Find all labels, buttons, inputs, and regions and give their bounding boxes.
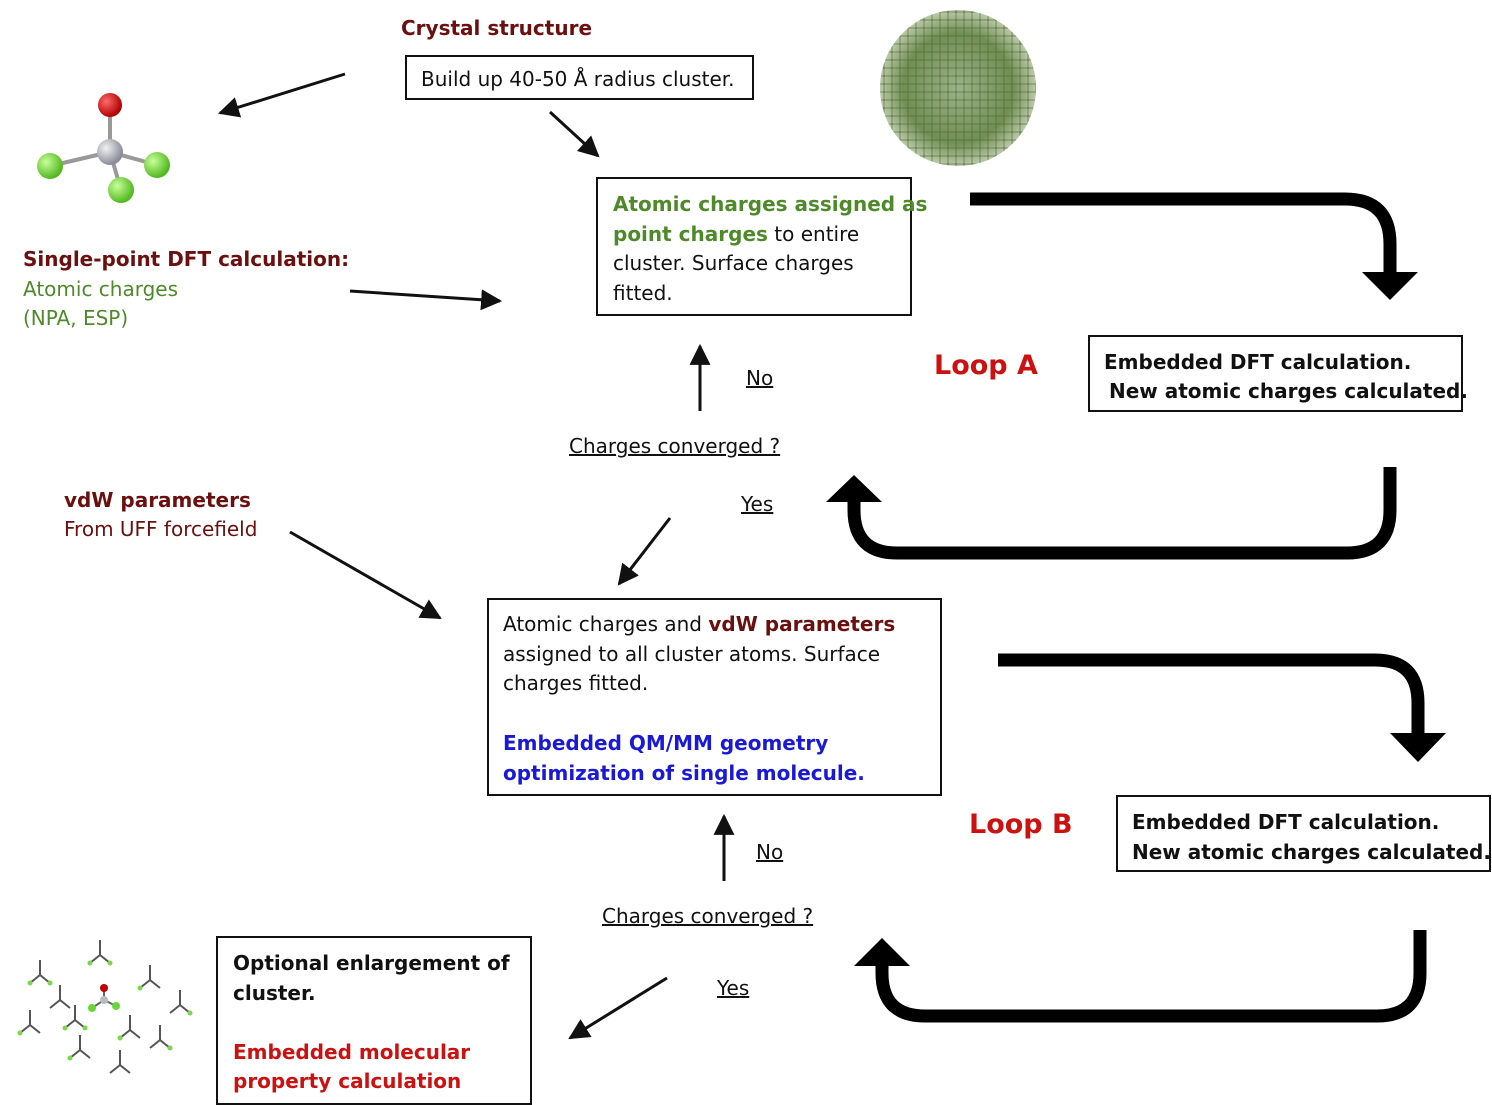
qmmm-box: Atomic charges and vdW parameters assign…	[487, 598, 942, 796]
qmmm-line1a: Atomic charges and	[503, 612, 709, 636]
point-charges-line1: Atomic charges assigned as	[613, 192, 928, 216]
loop-a-no-label: No	[746, 366, 774, 390]
arrow-build-to-charges	[548, 110, 600, 158]
loop-b-arrow-bottom-head	[854, 938, 910, 966]
loop-a-arrow-bottom	[847, 467, 1397, 560]
loop-a-yes-label: Yes	[741, 492, 774, 516]
loop-a-dft-box: Embedded DFT calculation. New atomic cha…	[1088, 335, 1468, 412]
loop-b-label: Loop B	[969, 809, 1073, 840]
loop-a-dft-line2: New atomic charges calculated.	[1109, 379, 1468, 403]
loop-b-arrow-top-head	[1390, 733, 1446, 762]
loop-b-arrow-bottom	[875, 930, 1427, 1023]
single-point-line2: Atomic charges	[23, 277, 179, 301]
point-charges-line4: fitted.	[613, 281, 673, 305]
loop-b-no-label: No	[756, 840, 784, 864]
loop-b-dft-box: Embedded DFT calculation. New atomic cha…	[1116, 795, 1491, 872]
loop-a-dft-line1: Embedded DFT calculation.	[1104, 350, 1412, 374]
loop-b-dft-line1: Embedded DFT calculation.	[1132, 810, 1440, 834]
loop-b-yes-label: Yes	[717, 976, 750, 1000]
qmmm-blue2: optimization of single molecule.	[503, 761, 865, 785]
vdw-line2: From UFF forcefield	[64, 517, 258, 541]
single-point-title: Single-point DFT calculation:	[23, 247, 350, 271]
loop-a-arrow-top-head	[1362, 272, 1418, 300]
loop-a-arrow-bottom-head	[826, 475, 882, 502]
qmmm-line1b: vdW parameters	[708, 612, 896, 636]
arrow-crystal-to-molecule	[217, 72, 346, 118]
final-red2: property calculation	[233, 1069, 462, 1093]
qmmm-line2: assigned to all cluster atoms. Surface	[503, 642, 881, 666]
qmmm-line1: Atomic charges and vdW parameters	[503, 609, 895, 639]
arrow-yes-down-a	[617, 517, 672, 586]
single-molecule-image	[37, 93, 170, 203]
loop-a-question: Charges converged ?	[569, 434, 781, 458]
crystal-structure-title: Crystal structure	[401, 16, 593, 40]
single-point-line3: (NPA, ESP)	[23, 306, 129, 330]
loop-b-dft-line2: New atomic charges calculated.	[1132, 840, 1491, 864]
vdw-title: vdW parameters	[64, 488, 251, 512]
point-charges-line3: cluster. Surface charges	[613, 251, 854, 275]
arrow-dft-to-charges	[349, 289, 503, 311]
qmmm-blue1: Embedded QM/MM geometry	[503, 731, 829, 755]
final-red1: Embedded molecular	[233, 1040, 471, 1064]
point-charges-bold: point charges	[613, 222, 768, 246]
qmmm-line3: charges fitted.	[503, 671, 649, 695]
cluster-sphere-image	[880, 10, 1036, 166]
arrow-yes-down-b	[568, 976, 668, 1040]
embedded-cluster-image	[17, 940, 193, 1074]
point-charges-box: Atomic charges assigned as point charges…	[596, 177, 927, 316]
arrow-vdw-to-qmmm	[289, 530, 442, 620]
point-charges-rest: to entire	[767, 222, 860, 246]
final-line1: Optional enlargement of	[233, 951, 510, 975]
loop-b-arrow-top	[998, 653, 1425, 733]
build-cluster-text: Build up 40-50 Å radius cluster.	[421, 67, 735, 91]
point-charges-line2: point charges to entire	[613, 219, 859, 249]
final-line2: cluster.	[233, 981, 316, 1005]
loop-a-label: Loop A	[934, 350, 1038, 381]
final-box: Optional enlargement of cluster. Embedde…	[216, 936, 532, 1105]
loop-b-question: Charges converged ?	[602, 904, 814, 928]
loop-a-arrow-top	[970, 192, 1397, 272]
build-cluster-box: Build up 40-50 Å radius cluster.	[405, 55, 754, 100]
